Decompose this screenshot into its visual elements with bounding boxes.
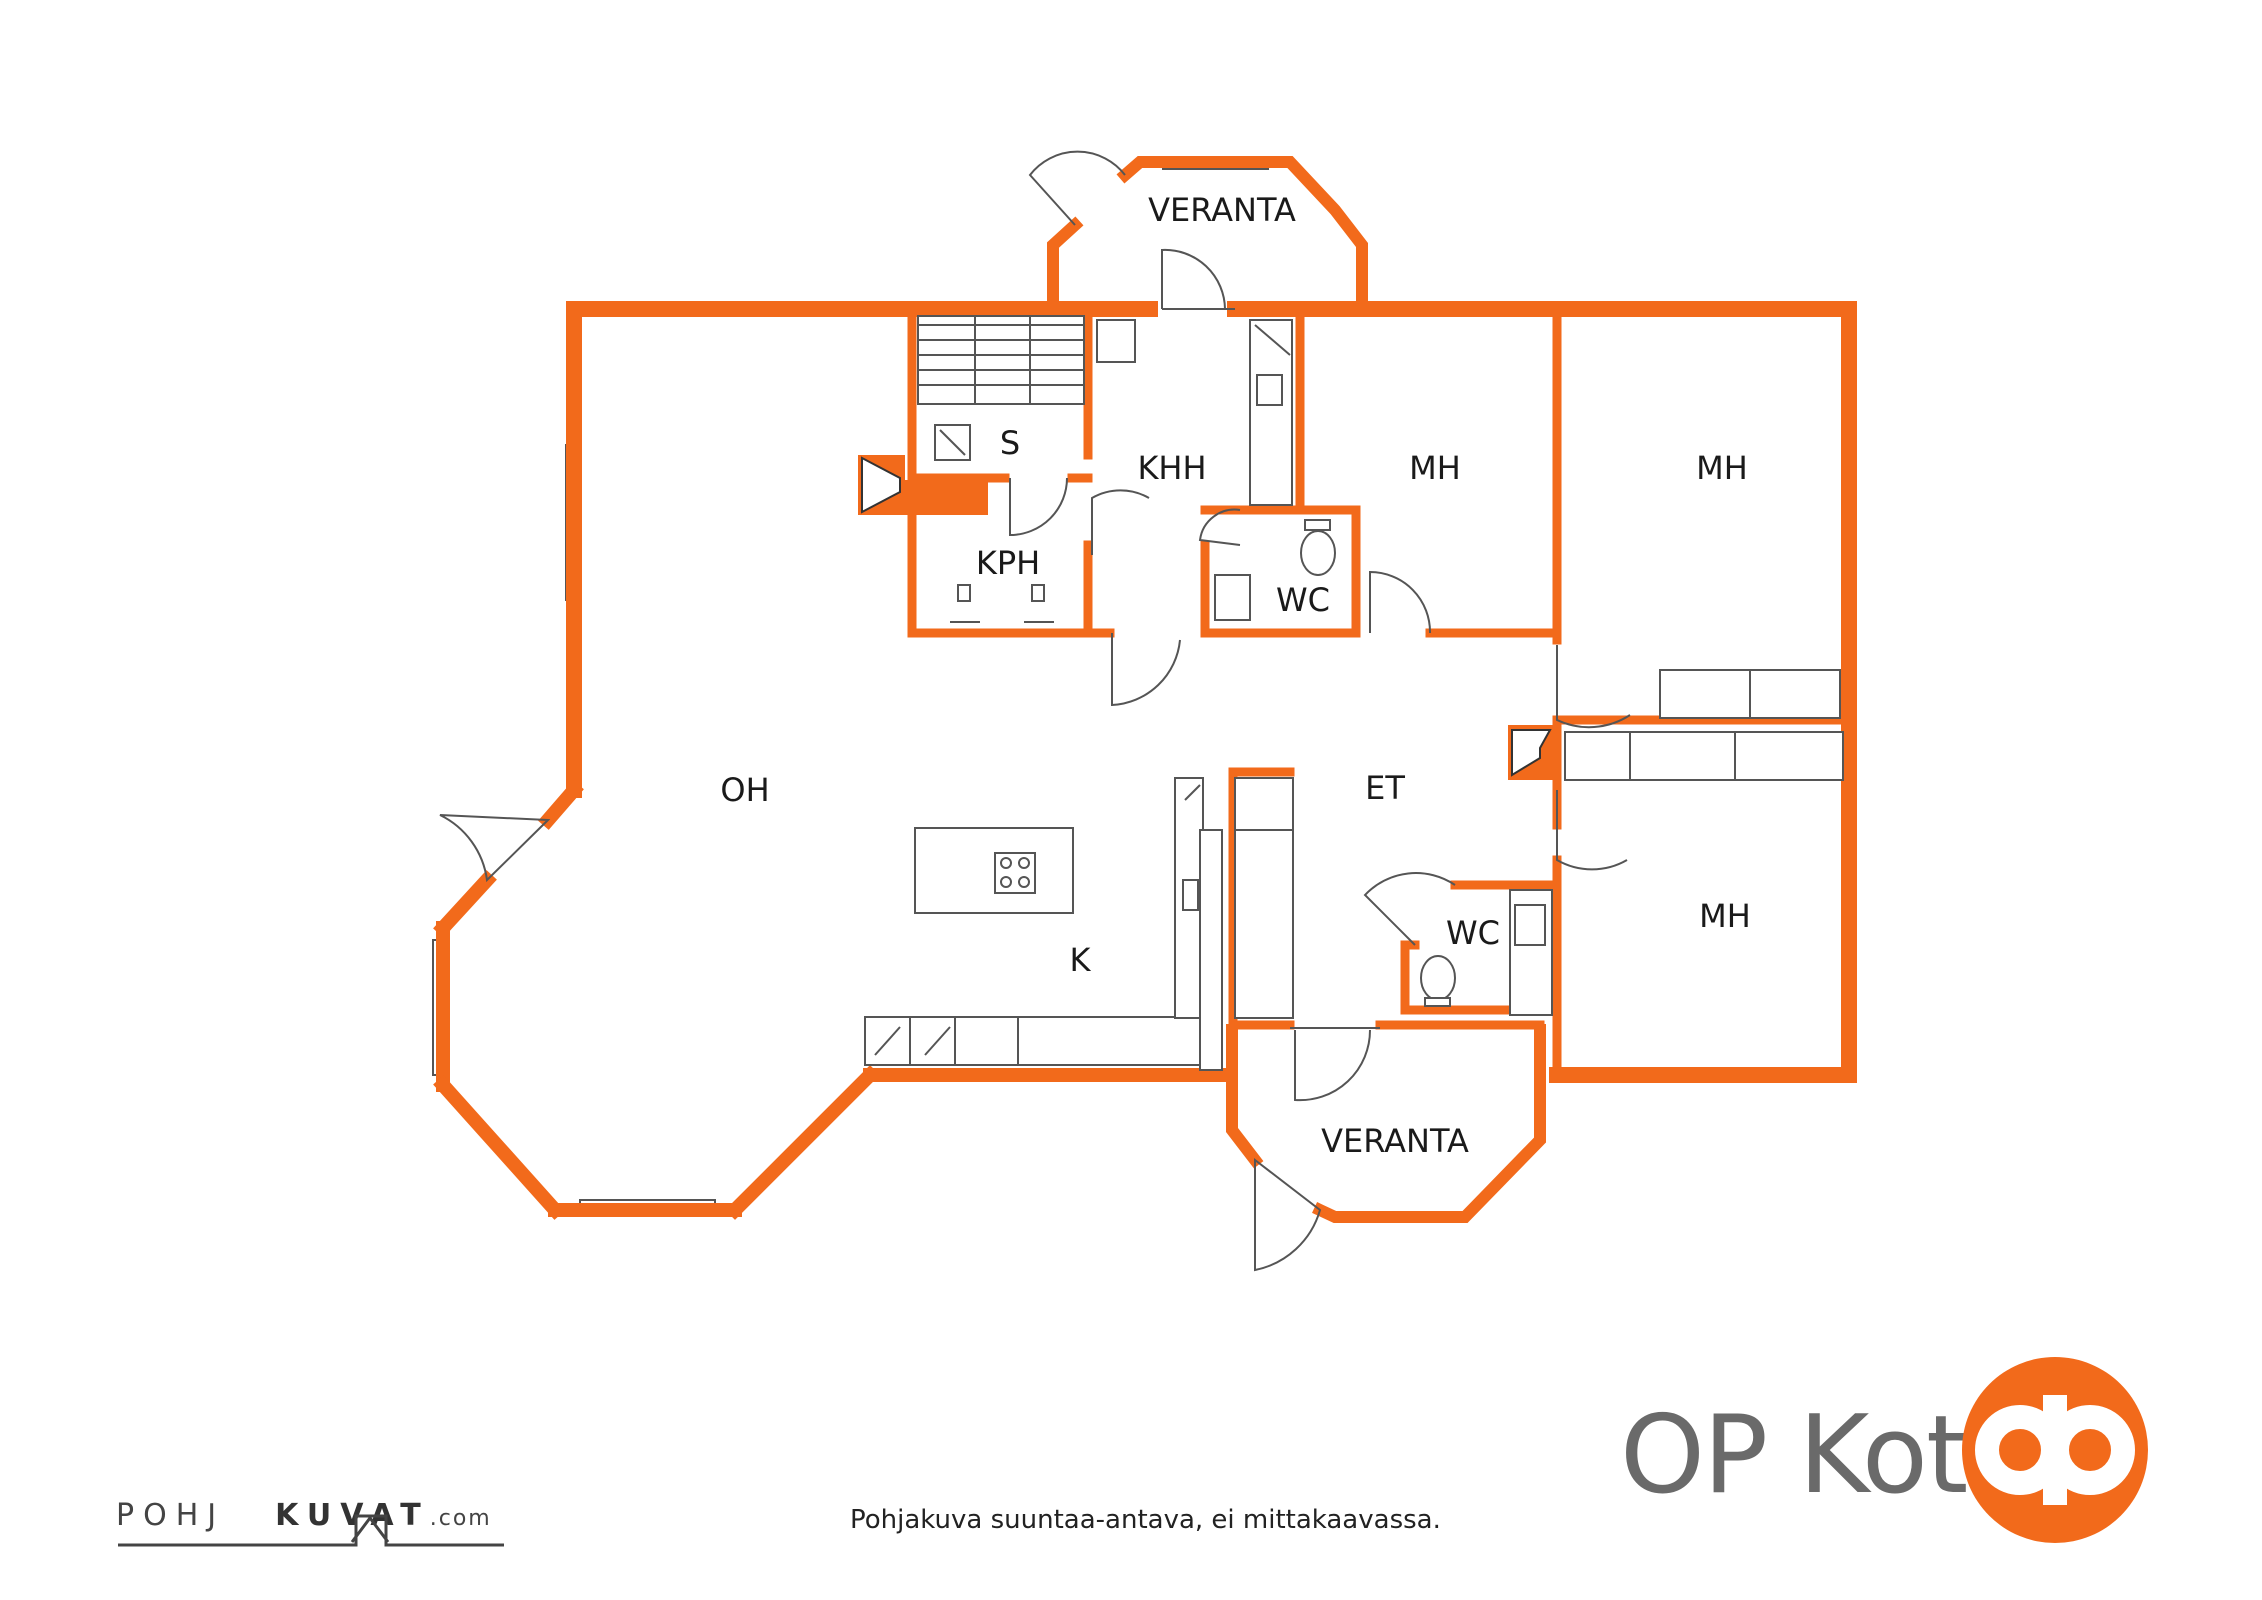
room-label-veranta-bottom: VERANTA [1321,1122,1469,1160]
room-labels: VERANTA S KHH MH MH KPH WC OH ET K WC MH… [720,191,1750,1160]
pohjakuvat-left: POHJ [116,1498,226,1533]
fireplace-icon [1508,725,1556,780]
fixtures [864,315,1844,1071]
room-label-et: ET [1365,769,1405,807]
pohjakuvat-suffix: .com [429,1506,492,1531]
op-logo-icon [1962,1357,2148,1543]
room-label-mh-1: MH [1409,449,1461,487]
interior-walls [907,311,1854,1080]
disclaimer-caption: Pohjakuva suuntaa-antava, ei mittakaavas… [850,1505,1441,1535]
room-label-wc-1: WC [1276,581,1330,619]
room-label-wc-2: WC [1446,914,1500,952]
room-label-s: S [1000,424,1020,462]
pohjakuvat-logo: POHJ KUVAT.com [116,1498,492,1533]
room-label-kph: KPH [976,544,1040,582]
doors [439,150,1631,1272]
fireplace-icon [858,455,988,515]
brand-name: OP Koti [1620,1393,1996,1518]
exterior-walls [433,156,1857,1223]
room-label-veranta-top: VERANTA [1148,191,1296,229]
room-label-khh: KHH [1137,449,1206,487]
room-label-mh-3: MH [1699,897,1751,935]
room-label-oh: OH [720,771,769,809]
pohjakuvat-underline [118,1514,504,1547]
room-label-mh-2: MH [1696,449,1748,487]
room-label-k: K [1070,941,1092,979]
pohjakuvat-right: KUVAT [275,1498,430,1533]
